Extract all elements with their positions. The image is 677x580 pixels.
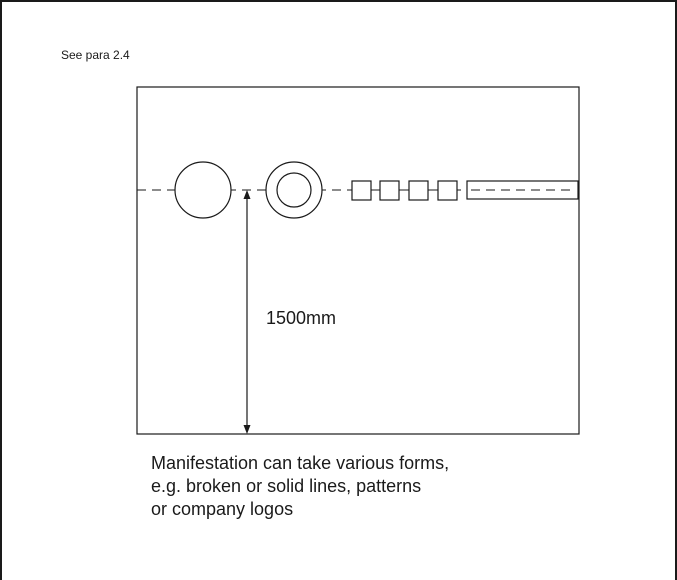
square-pattern-1 — [351, 180, 372, 201]
glass-pane-outline — [136, 86, 580, 435]
square-pattern-2 — [379, 180, 400, 201]
dimension-arrow-bottom — [243, 425, 251, 434]
square-pattern-4 — [437, 180, 458, 201]
caption: Manifestation can take various forms, e.… — [151, 452, 449, 521]
dimension-arrow-top — [243, 190, 251, 199]
caption-line: e.g. broken or solid lines, patterns — [151, 476, 422, 496]
caption-line: or company logos — [151, 499, 294, 519]
caption-line: Manifestation can take various forms, — [151, 453, 450, 473]
square-pattern-3 — [408, 180, 429, 201]
reference-note: See para 2.4 — [61, 48, 130, 62]
double-circle-inner — [276, 172, 312, 208]
dimension-label: 1500mm — [266, 308, 337, 328]
circle-logo — [174, 161, 232, 219]
